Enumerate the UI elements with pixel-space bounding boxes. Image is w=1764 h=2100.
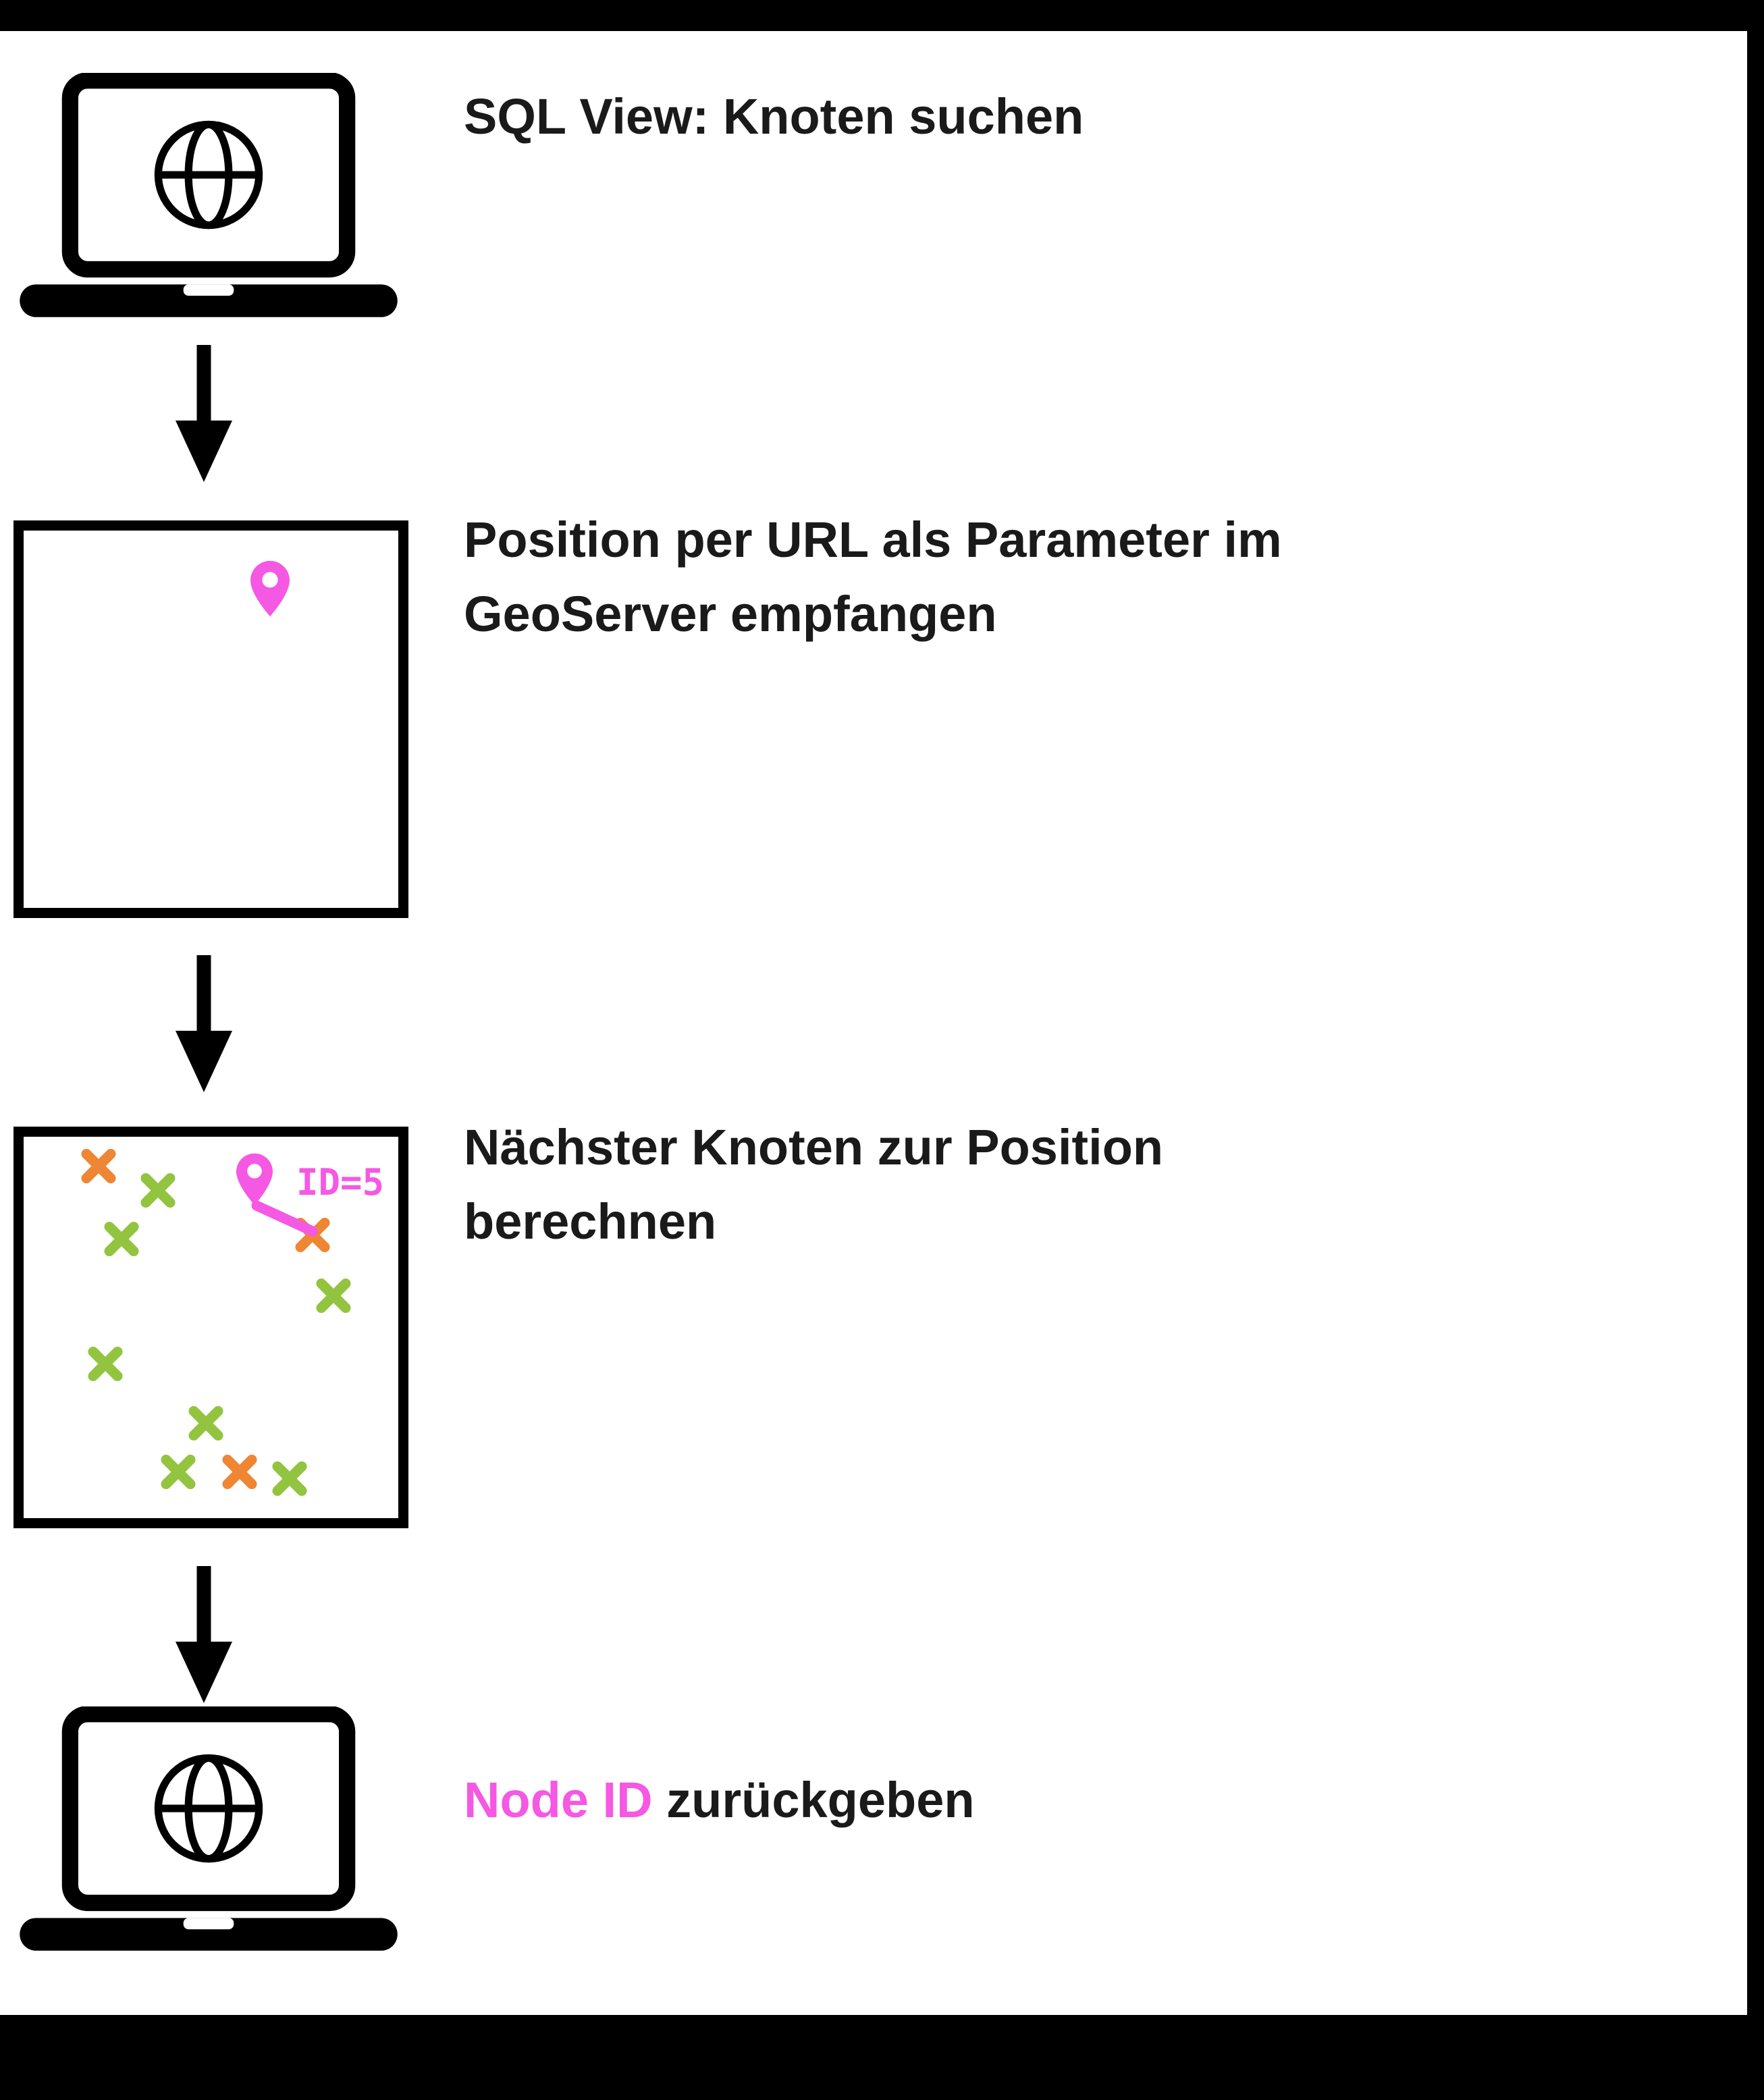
- laptop-globe-icon: [20, 1706, 398, 1958]
- x-cross-node-marker: [158, 1451, 198, 1492]
- step-2-line2: GeoServer empfangen: [464, 586, 997, 642]
- pin-to-node-connector-line: [251, 1200, 318, 1237]
- step-4-rest: zurückgeben: [652, 1772, 975, 1828]
- laptop-globe-icon: [20, 73, 398, 325]
- arrow-down-icon: [170, 345, 238, 483]
- map-box-position: [14, 520, 408, 918]
- map-pin-icon: [236, 1153, 273, 1206]
- x-cross-node-marker: [313, 1275, 354, 1316]
- x-cross-node-marker: [138, 1170, 178, 1210]
- step-4-label: Node ID zurückgeben: [464, 1763, 975, 1837]
- map-box-nodes: ID=5: [14, 1127, 408, 1528]
- top-border-bar: [0, 0, 1764, 31]
- step-3-line1: Nächster Knoten zur Position: [464, 1119, 1164, 1175]
- x-cross-node-marker: [101, 1218, 142, 1259]
- arrow-down-icon: [170, 1566, 238, 1704]
- x-cross-node-marker: [269, 1458, 310, 1499]
- bottom-border-bar: [0, 2015, 1764, 2100]
- x-cross-node-marker: [85, 1343, 126, 1384]
- step-3-line2: berechnen: [464, 1193, 717, 1249]
- x-cross-node-marker: [219, 1451, 260, 1492]
- step-1-label: SQL View: Knoten suchen: [464, 80, 1084, 154]
- step-2-label: Position per URL als Parameter im GeoSer…: [464, 503, 1282, 651]
- step-1-title: SQL View: Knoten suchen: [464, 88, 1084, 144]
- step-2-line1: Position per URL als Parameter im: [464, 512, 1282, 568]
- arrow-down-icon: [170, 955, 238, 1094]
- right-border-bar: [1747, 0, 1764, 2100]
- step-4-highlight: Node ID: [464, 1772, 653, 1828]
- x-cross-node-marker: [186, 1403, 226, 1443]
- x-cross-node-marker: [78, 1146, 119, 1186]
- node-id-badge: ID=5: [296, 1161, 385, 1204]
- step-3-label: Nächster Knoten zur Position berechnen: [464, 1110, 1163, 1259]
- map-pin-icon: [250, 560, 290, 617]
